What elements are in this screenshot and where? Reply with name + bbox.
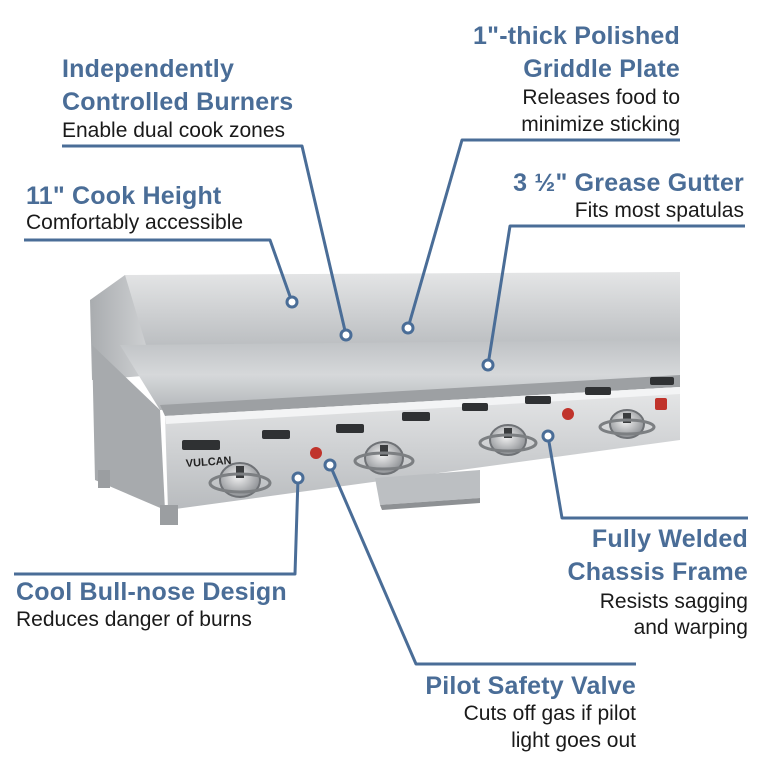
leg-left bbox=[160, 505, 178, 525]
burners-title-line1: Independently bbox=[62, 55, 235, 83]
pilot-title: Pilot Safety Valve bbox=[425, 672, 636, 700]
leg-back bbox=[98, 470, 110, 488]
gutter-title: 3 ½" Grease Gutter bbox=[513, 169, 744, 197]
grease-gutter bbox=[160, 375, 680, 416]
plate-desc-line1: Releases food to bbox=[522, 86, 680, 109]
leader-height bbox=[24, 238, 294, 303]
griddle: VULCAN bbox=[90, 272, 680, 525]
leader-bullnose bbox=[14, 477, 300, 576]
burners-title-line2: Controlled Burners bbox=[62, 88, 294, 116]
grease-drawer-front bbox=[380, 498, 480, 510]
leader-burners bbox=[62, 144, 348, 336]
bull-nose bbox=[165, 387, 680, 424]
pilot-desc-line1: Cuts off gas if pilot bbox=[463, 702, 636, 725]
pilot-light-1 bbox=[310, 447, 322, 459]
bullnose-desc: Reduces danger of burns bbox=[16, 608, 252, 631]
plate-desc-line2: minimize sticking bbox=[521, 113, 680, 136]
back-splash bbox=[95, 272, 680, 350]
griddle-plate bbox=[120, 340, 680, 410]
height-desc: Comfortably accessible bbox=[26, 211, 244, 234]
gutter-desc: Fits most spatulas bbox=[574, 199, 744, 222]
burner-vents bbox=[182, 377, 674, 450]
leader-dots bbox=[285, 295, 555, 485]
height-title: 11" Cook Height bbox=[26, 182, 222, 210]
leader-lines bbox=[14, 138, 748, 666]
chassis-title-line2: Chassis Frame bbox=[567, 558, 748, 586]
knob-1 bbox=[208, 462, 272, 498]
plate-title-line2: Griddle Plate bbox=[523, 55, 680, 83]
plate-title-line1: 1"-thick Polished bbox=[473, 22, 680, 50]
pilot-light-2 bbox=[562, 408, 574, 420]
body-side-left bbox=[92, 345, 165, 510]
knob-4 bbox=[598, 409, 656, 439]
chassis-desc-line1: Resists sagging bbox=[599, 590, 748, 613]
grease-drawer bbox=[375, 470, 480, 505]
bullnose-title: Cool Bull-nose Design bbox=[16, 578, 287, 606]
leader-pilot bbox=[328, 464, 636, 666]
knob-2 bbox=[353, 441, 415, 475]
chassis-desc-line2: and warping bbox=[633, 616, 748, 639]
burners-desc: Enable dual cook zones bbox=[62, 119, 285, 142]
leader-plate bbox=[406, 138, 680, 329]
brand-label: VULCAN bbox=[185, 455, 232, 470]
leader-gutter bbox=[486, 224, 745, 366]
leader-chassis bbox=[546, 435, 748, 520]
chassis-title-line1: Fully Welded bbox=[591, 525, 748, 553]
knob-3 bbox=[478, 424, 538, 456]
pilot-desc-line2: light goes out bbox=[511, 729, 636, 752]
pilot-light-3 bbox=[655, 398, 667, 410]
